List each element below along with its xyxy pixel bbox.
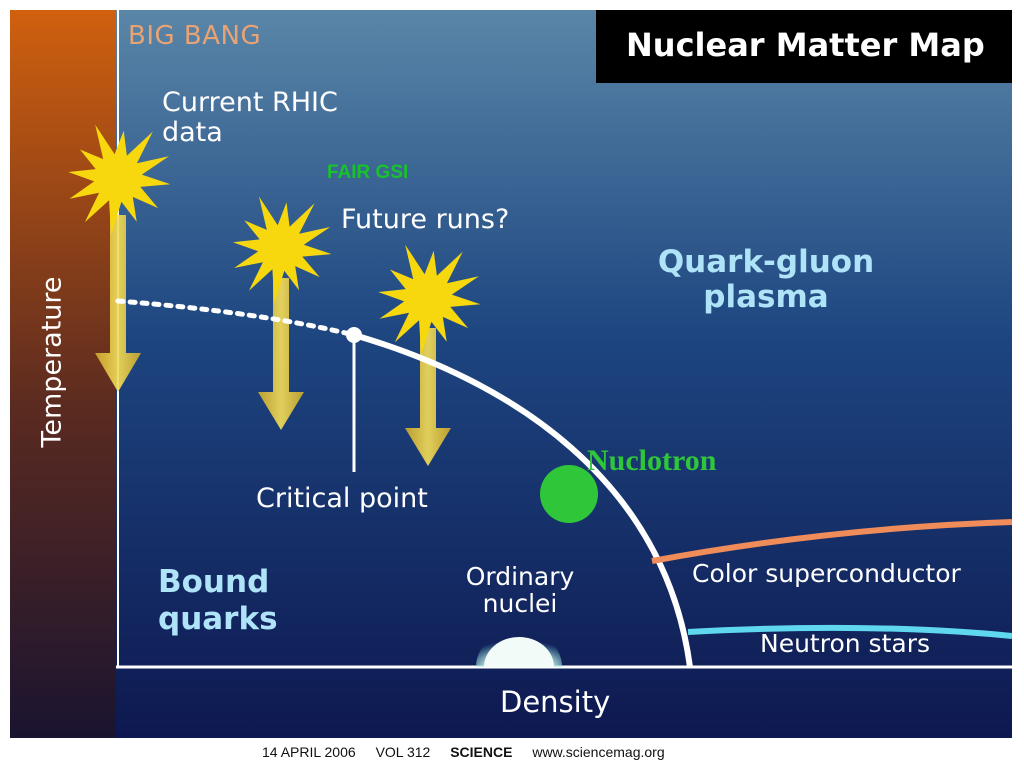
citation-footer: 14 APRIL 2006 VOL 312 SCIENCE www.scienc… bbox=[262, 738, 702, 766]
phase-diagram-graphic bbox=[10, 10, 1012, 738]
ordinary-nuclei-label: Ordinary nuclei bbox=[465, 562, 575, 618]
rhic-star-icon bbox=[68, 124, 171, 236]
temperature-axis-label: Temperature bbox=[36, 276, 68, 448]
star-burst-shape bbox=[378, 244, 481, 356]
ordinary-nuclei-dome bbox=[484, 637, 554, 667]
future-arrow-1-icon bbox=[258, 278, 304, 430]
color-superconductor-label: Color superconductor bbox=[692, 559, 961, 588]
big-bang-label: BIG BANG bbox=[128, 21, 262, 51]
nuclotron-label: Nuclotron bbox=[587, 444, 717, 477]
future-star-1-icon bbox=[232, 196, 332, 304]
neutron-star-line bbox=[687, 624, 1012, 639]
footer-date: 14 APRIL 2006 bbox=[262, 744, 356, 760]
critical-point-label: Critical point bbox=[256, 483, 428, 514]
color-superconductor-line bbox=[651, 519, 1012, 564]
density-axis-label: Density bbox=[500, 685, 611, 719]
quark-gluon-plasma-label: Quark-gluon plasma bbox=[657, 244, 875, 315]
footer-url: www.sciencemag.org bbox=[532, 744, 665, 760]
current-rhic-label: Current RHIC data bbox=[162, 87, 338, 148]
nuclotron-marker bbox=[540, 465, 598, 523]
future-star-2-icon bbox=[378, 244, 481, 356]
footer-journal: SCIENCE bbox=[450, 744, 513, 760]
bound-quarks-label: Bound quarks bbox=[158, 564, 278, 638]
nuclear-matter-map: Nuclear Matter Map BIG BANG Current RHIC… bbox=[10, 10, 1012, 738]
title-box: Nuclear Matter Map bbox=[596, 10, 1012, 83]
future-runs-label: Future runs? bbox=[341, 204, 510, 235]
future-arrow-2-icon bbox=[405, 328, 451, 466]
star-burst-shape bbox=[232, 196, 332, 304]
page-title: Nuclear Matter Map bbox=[626, 26, 985, 64]
phase-boundary-line bbox=[353, 332, 693, 668]
fair-gsi-label: FAIR GSI bbox=[327, 162, 409, 183]
critical-point-marker bbox=[346, 327, 362, 343]
star-burst-shape bbox=[68, 124, 171, 236]
background bbox=[10, 10, 1012, 738]
crossover-dotted-line bbox=[115, 298, 357, 338]
neutron-stars-label: Neutron stars bbox=[760, 629, 930, 658]
footer-volume: VOL 312 bbox=[375, 744, 431, 760]
